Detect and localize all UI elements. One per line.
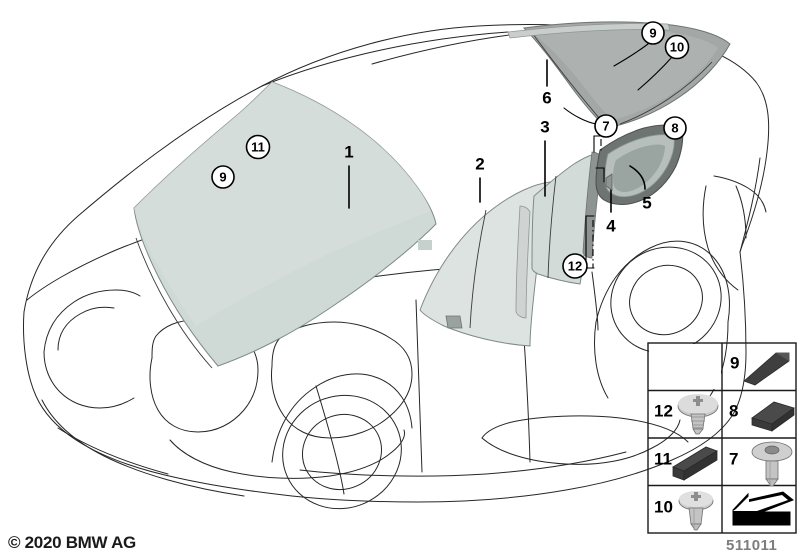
callout-5-label: 5 [642,194,651,213]
callout-5[interactable]: 5 [629,165,652,213]
callout-1-label: 1 [344,143,353,162]
legend-label-10: 10 [654,498,673,517]
callout-9-rear-circle[interactable] [641,21,665,45]
countersunk-rivet-icon [751,441,793,487]
callout-9-windshield-label: 9 [219,170,226,185]
callout-4-bracket [595,167,613,191]
callout-3[interactable]: 3 [540,118,550,197]
callout-2[interactable]: 2 [475,155,485,203]
callout-11[interactable]: 11 [245,134,271,160]
callout-layer: 1 2 3 4 5 [211,21,690,279]
callout-6-label: 6 [542,89,551,108]
legend-label-11: 11 [654,450,672,469]
callout-8[interactable]: 8 [663,116,687,140]
legend-label-9: 9 [730,354,739,373]
diagram-part-number: 511011 [726,537,778,554]
pan-head-screw-icon [677,394,719,435]
callout-6[interactable]: 6 [542,59,552,108]
front-door-window-glass[interactable] [419,181,551,347]
callout-8-label: 8 [671,121,678,136]
callout-10-label: 10 [670,40,684,55]
legend-label-12: 12 [654,402,673,421]
front-grille-and-headlight [43,289,689,479]
callout-3-label: 3 [540,118,549,137]
legend-label-7: 7 [729,450,738,469]
legend-cell-9[interactable]: 9 [730,352,790,386]
callout-12-circle[interactable] [562,253,588,279]
callout-4-label: 4 [606,217,616,236]
parts-legend: 9 12 8 [647,342,797,534]
callout-9-rear-label: 9 [649,26,656,41]
callout-9-windshield[interactable]: 9 [211,165,235,189]
callout-1[interactable]: 1 [344,143,354,209]
rear-window-glass[interactable] [522,21,731,129]
callout-10[interactable]: 10 [637,34,690,91]
callout-7-label: 7 [602,119,609,134]
callout-10-circle[interactable] [664,34,690,60]
copyright-notice: © 2020 BMW AG [8,533,136,552]
rect-block-pad-icon [751,401,795,432]
callout-12[interactable]: 12 [562,215,595,279]
push-rivet-icon [678,491,714,531]
callout-9-rear[interactable]: 9 [613,21,665,67]
windshield-glass[interactable] [133,81,437,369]
front-wheel [271,373,413,510]
callout-12-label: 12 [568,259,582,274]
legend-cell-12[interactable]: 12 [654,394,719,435]
rear-quarter-window-glass[interactable] [595,124,684,205]
callout-8-circle[interactable] [663,116,687,140]
wedge-strip-icon [743,352,790,386]
callout-11-circle[interactable] [245,134,271,160]
arrow-marker-icon [732,491,794,526]
legend-cell-7[interactable]: 7 [729,441,793,487]
callout-2-label: 2 [475,155,484,174]
legend-label-8: 8 [729,402,738,421]
callout-7-circle[interactable] [594,114,618,138]
legend-cell-arrow[interactable] [732,491,794,526]
legend-cell-10[interactable]: 10 [654,491,714,531]
callout-4[interactable]: 4 [606,187,616,236]
legend-cell-8[interactable]: 8 [729,401,795,432]
callout-7[interactable]: 7 [563,107,618,153]
callout-11-label: 11 [251,140,265,155]
long-block-strip-icon [672,446,718,481]
roof-trim-band [507,23,671,39]
legend-cell-11[interactable]: 11 [654,446,718,481]
rear-body-detail [702,157,767,291]
callout-9-windshield-circle[interactable] [211,165,235,189]
